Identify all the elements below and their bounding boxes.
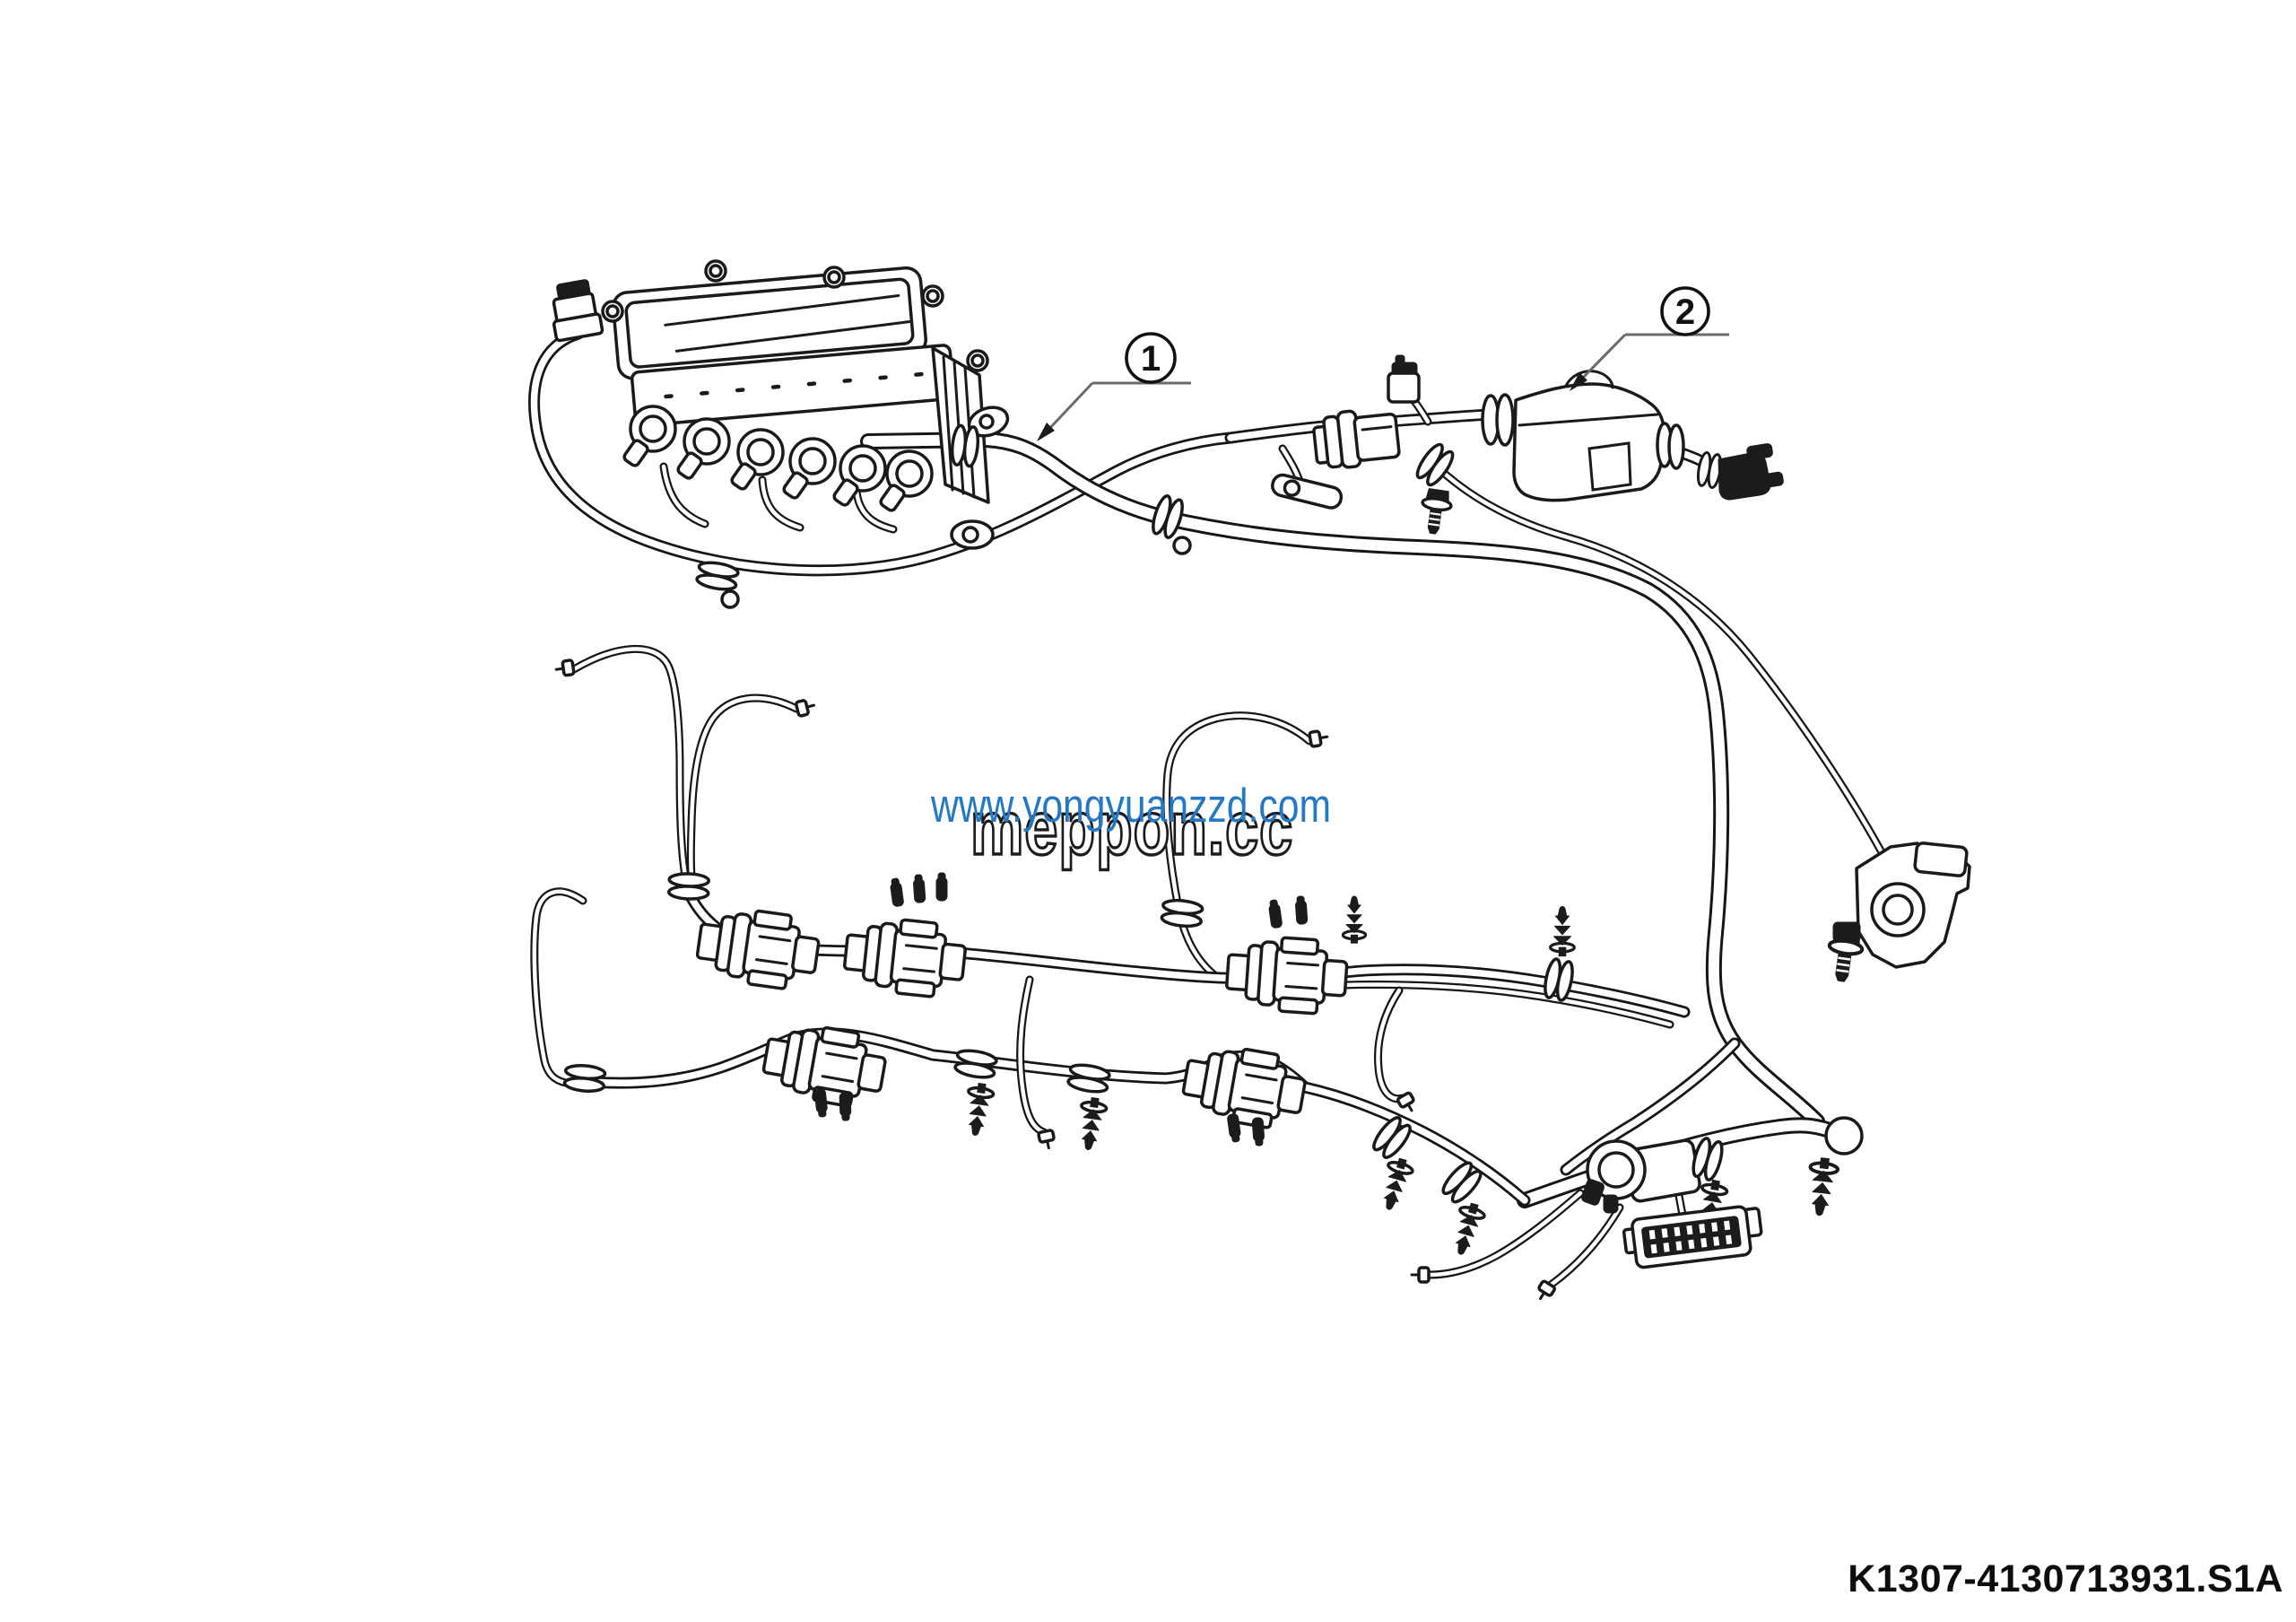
callout-1[interactable]: 1 — [1037, 332, 1191, 441]
ecu-port — [621, 405, 677, 469]
bracket-wire — [1432, 462, 1900, 909]
bolt-icon — [966, 349, 989, 372]
bolt-icon — [601, 300, 624, 323]
inline-connector — [1312, 409, 1401, 469]
terminal-pin — [1294, 895, 1309, 925]
terminal-pin — [813, 1087, 829, 1118]
fir-tree-clip — [1074, 1094, 1109, 1154]
small-connector — [1387, 354, 1421, 404]
ecu-port — [780, 437, 837, 501]
ecu-left-connector — [552, 279, 604, 343]
fir-tree-clip — [1549, 904, 1576, 958]
wire-end-terminal — [1036, 1128, 1057, 1152]
fir-tree-clip — [961, 1080, 996, 1139]
wire-end-terminal — [1410, 1266, 1431, 1284]
band-clamp — [1065, 1060, 1112, 1096]
ecu-mounting-feet — [950, 406, 1010, 550]
harness-end-cluster — [1410, 1116, 1864, 1304]
watermark-url: www.yongyuanzzd.com — [930, 780, 1331, 833]
injector-connector — [1223, 932, 1351, 1017]
inline-round-sensor — [1581, 1138, 1701, 1214]
injector-connector — [840, 912, 970, 1002]
band-clamp — [949, 423, 981, 469]
sensor-assembly — [1481, 370, 1784, 502]
free-wire-a — [570, 645, 691, 891]
figure-part-number: K1307-4130713931.S1A — [1848, 1557, 2283, 1600]
watermark-brand: meppon.cc — [970, 786, 1293, 870]
pigtail-connector — [1718, 443, 1784, 501]
callout-1-badge — [1125, 332, 1177, 384]
multi-pin-connector-block — [1622, 1205, 1763, 1269]
band-clamp — [1159, 897, 1205, 929]
ground-lug — [1271, 473, 1344, 510]
injector-connector — [1178, 1038, 1311, 1135]
ecu-port — [877, 449, 934, 514]
cluster-tail-b — [1545, 1203, 1624, 1290]
fir-tree-clip — [1375, 1154, 1417, 1215]
terminal-pin — [1267, 898, 1283, 929]
bolt-icon — [822, 266, 846, 289]
wire-end-terminal — [1307, 728, 1330, 749]
injector-row-2 — [562, 1016, 1489, 1260]
terminal-pin — [1251, 1117, 1265, 1147]
injector-connector — [692, 902, 824, 995]
bolt-icon — [921, 284, 944, 308]
callout-1-number: 1 — [1141, 339, 1161, 379]
trunk-fittings — [949, 354, 1458, 555]
terminal-pin — [889, 876, 905, 908]
ecu-port — [728, 428, 785, 493]
clamp-hook — [1172, 536, 1192, 555]
clamp-bracket — [1824, 842, 1971, 983]
band-clamp — [666, 871, 711, 902]
bracket-bolt-icon — [1824, 929, 1864, 983]
wire-end-terminal — [794, 696, 818, 719]
callout-2-badge — [1660, 286, 1710, 336]
ecu-port — [674, 417, 731, 482]
band-clamp — [952, 1046, 999, 1082]
clamp-hook — [720, 589, 740, 609]
terminal-pin — [912, 874, 926, 903]
terminal-pin — [839, 1092, 852, 1121]
cluster-tail-a — [1425, 1189, 1585, 1279]
clip-bolt-icon — [1416, 486, 1455, 537]
band-clamp — [1148, 493, 1187, 541]
fir-tree-clip — [1341, 894, 1368, 945]
callout-2[interactable]: 2 — [1570, 286, 1729, 391]
fir-tree-clip — [1447, 1199, 1489, 1260]
bolt-icon — [704, 259, 727, 283]
ecu-assembly — [552, 259, 1010, 609]
terminal-pin — [935, 872, 948, 902]
band-clamp — [1540, 955, 1578, 1004]
wire-end-terminal — [553, 658, 576, 678]
band-clamp — [562, 1062, 607, 1094]
callout-2-number: 2 — [1675, 292, 1695, 332]
fir-tree-clip — [1804, 1155, 1841, 1219]
